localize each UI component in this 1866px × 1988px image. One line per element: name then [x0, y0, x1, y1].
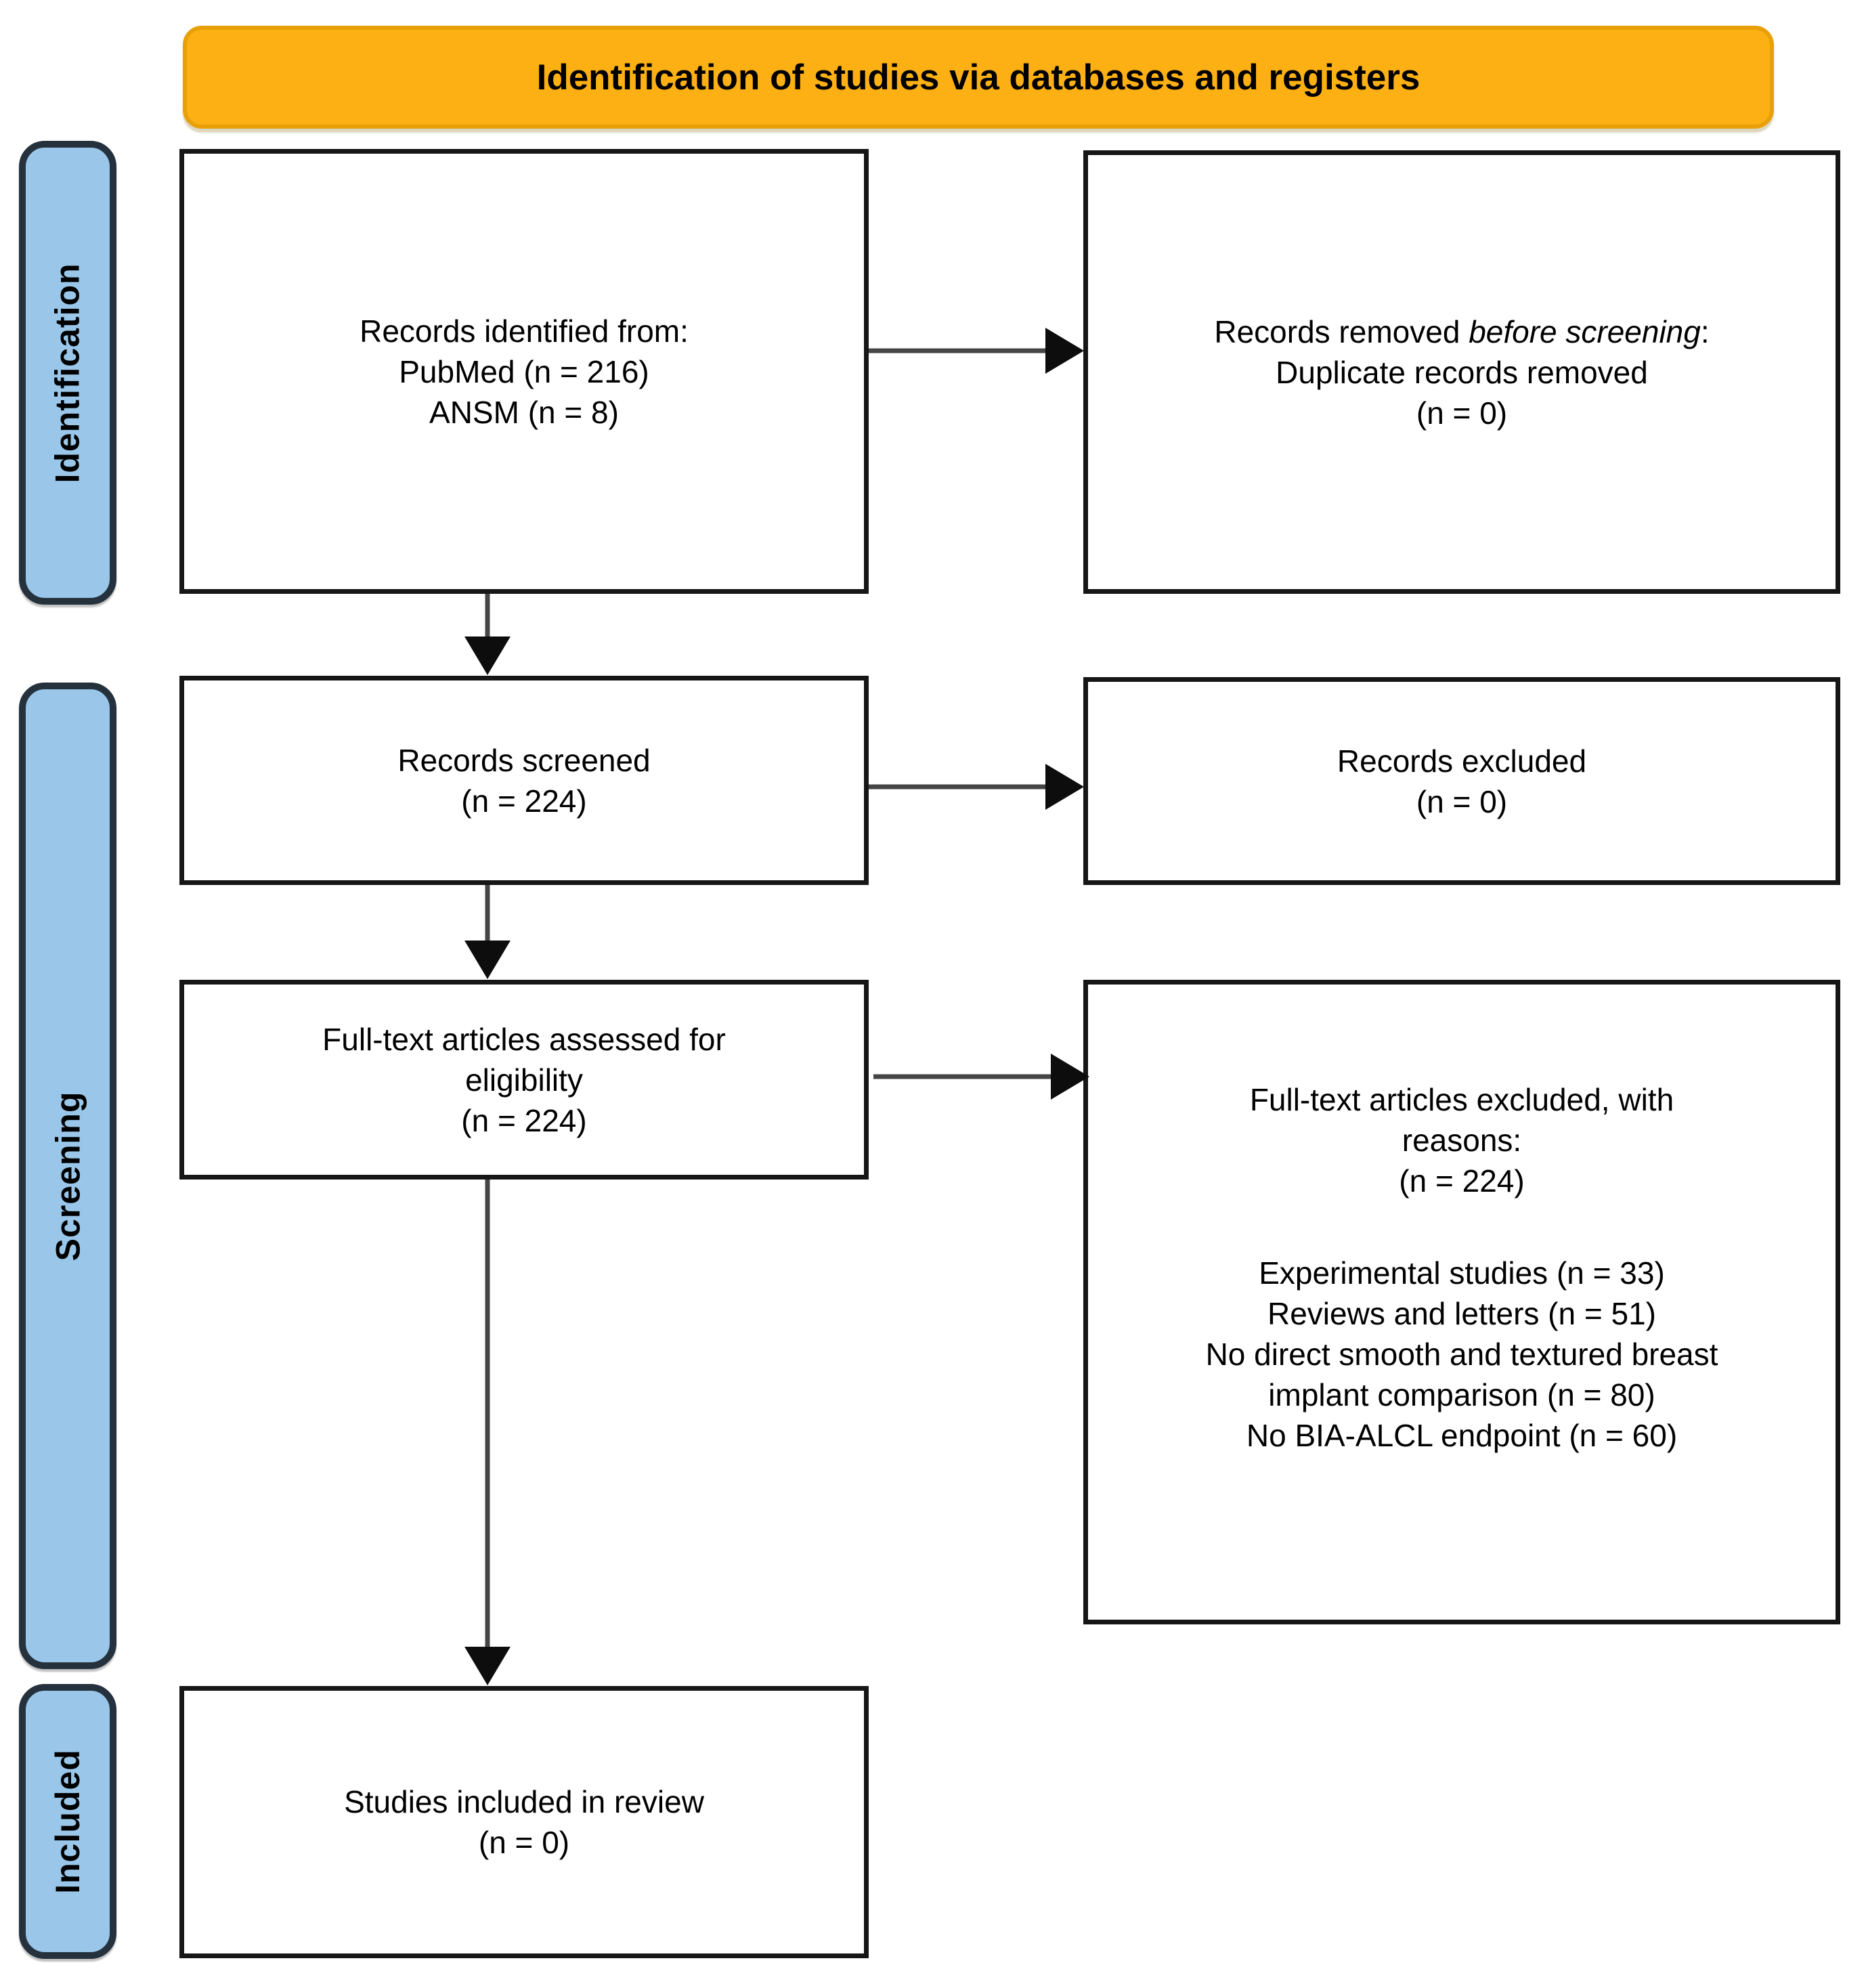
box-text-line: Studies included in review: [344, 1784, 704, 1819]
arrow-fulltext-to-reasons: [873, 1054, 1089, 1100]
stage-label-included-text: Included: [49, 1749, 87, 1894]
box-studies-included: Studies included in review (n = 0): [179, 1686, 869, 1958]
box-text-line: Records excluded: [1337, 743, 1587, 779]
box-records-removed-before-screening: Records removed before screening: Duplic…: [1083, 150, 1840, 594]
box-text-line: (n = 0): [478, 1825, 570, 1860]
box-text-line: Records screened: [397, 742, 651, 778]
box-text-italic-segment: before screening: [1469, 314, 1701, 349]
exclusion-reason-item: No direct smooth and textured breast imp…: [1205, 1337, 1718, 1412]
exclusion-reasons-list: Experimental studies (n = 33) Reviews an…: [1184, 1253, 1739, 1456]
box-text-line: Records identified from:: [360, 313, 689, 349]
arrow-screened-to-fulltext: [464, 885, 511, 979]
banner-title-text: Identification of studies via databases …: [536, 57, 1420, 98]
stage-label-identification-text: Identification: [49, 262, 87, 483]
box-text-segment: :: [1700, 314, 1710, 349]
banner-title: Identification of studies via databases …: [183, 26, 1774, 129]
box-text-line: (n = 0): [1416, 783, 1508, 819]
box-text-line: (n = 0): [1416, 395, 1508, 431]
stage-label-screening-text: Screening: [49, 1091, 87, 1261]
arrow-screened-to-excluded: [869, 764, 1084, 810]
arrow-fulltext-to-included: [464, 1180, 511, 1685]
box-text-segment: Records removed: [1214, 314, 1469, 349]
box-text-line: Full-text articles assessed for eligibil…: [322, 1021, 726, 1098]
box-records-identified: Records identified from: PubMed (n = 216…: [179, 149, 869, 594]
box-text-line: Duplicate records removed: [1276, 354, 1648, 390]
box-count: (n = 224): [1399, 1163, 1525, 1198]
box-fulltext-assessed: Full-text articles assessed for eligibil…: [179, 980, 869, 1180]
exclusion-reason-item: Reviews and letters (n = 51): [1267, 1296, 1656, 1331]
box-text-line: (n = 224): [461, 783, 587, 819]
box-text-line: PubMed (n = 216): [399, 353, 649, 389]
stage-label-included: Included: [19, 1684, 116, 1959]
box-fulltext-excluded-reasons: Full-text articles excluded, with reason…: [1083, 980, 1840, 1624]
stage-label-screening: Screening: [19, 683, 116, 1669]
arrow-identified-to-screened: [464, 594, 511, 675]
box-text-line: Records removed before screening:: [1214, 311, 1709, 352]
box-text-line: ANSM (n = 8): [429, 394, 619, 430]
arrow-identified-to-removed: [869, 328, 1084, 374]
exclusion-reason-item: No BIA-ALCL endpoint (n = 60): [1246, 1418, 1678, 1453]
exclusion-reason-item: Experimental studies (n = 33): [1259, 1255, 1665, 1291]
box-heading: Full-text articles excluded, with reason…: [1249, 1082, 1674, 1158]
box-records-screened: Records screened (n = 224): [179, 676, 869, 885]
box-text-line: (n = 224): [461, 1102, 587, 1138]
stage-label-identification: Identification: [19, 141, 116, 605]
box-records-excluded: Records excluded (n = 0): [1083, 677, 1840, 885]
